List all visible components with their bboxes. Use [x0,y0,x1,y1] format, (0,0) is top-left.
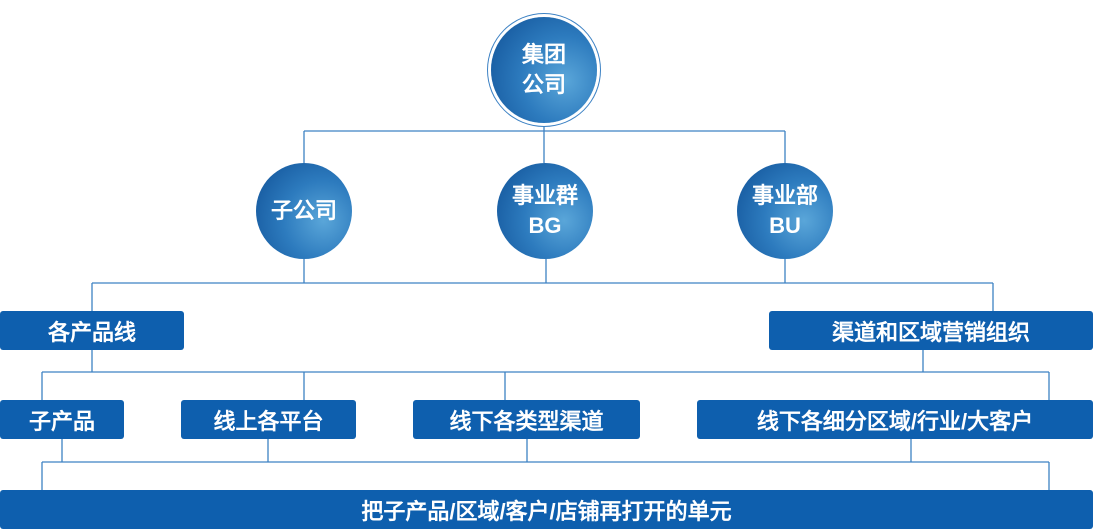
node-offline-channels: 线下各类型渠道 [413,400,640,439]
node-label: 线上各平台 [213,408,324,434]
node-subsidiary: 子公司 [256,163,352,259]
node-sub-product: 子产品 [0,400,124,439]
node-label-line2: BU [769,213,801,238]
node-offline-regions: 线下各细分区域/行业/大客户 [697,400,1093,439]
node-label: 各产品线 [47,319,136,345]
node-label-line1: 事业部 [751,183,818,208]
node-online-platforms: 线上各平台 [181,400,356,439]
node-group-company: 集团 公司 [491,17,597,123]
node-label: 把子产品/区域/客户/店铺再打开的单元 [361,498,732,524]
node-label-line2: BG [528,213,562,238]
node-label-line1: 事业群 [511,183,578,208]
node-label-line1: 集团 [521,42,566,67]
node-bottom-unit: 把子产品/区域/客户/店铺再打开的单元 [0,490,1093,529]
node-label: 线下各类型渠道 [449,408,604,434]
node-label: 子产品 [28,408,95,434]
node-business-group: 事业群 BG [497,163,593,259]
node-label-line2: 公司 [521,72,566,97]
node-business-unit: 事业部 BU [737,163,833,259]
node-channel-region-org: 渠道和区域营销组织 [769,311,1093,350]
node-label-line1: 子公司 [270,198,337,223]
node-product-lines: 各产品线 [0,311,184,350]
node-label: 渠道和区域营销组织 [831,319,1030,345]
node-label: 线下各细分区域/行业/大客户 [756,408,1034,434]
